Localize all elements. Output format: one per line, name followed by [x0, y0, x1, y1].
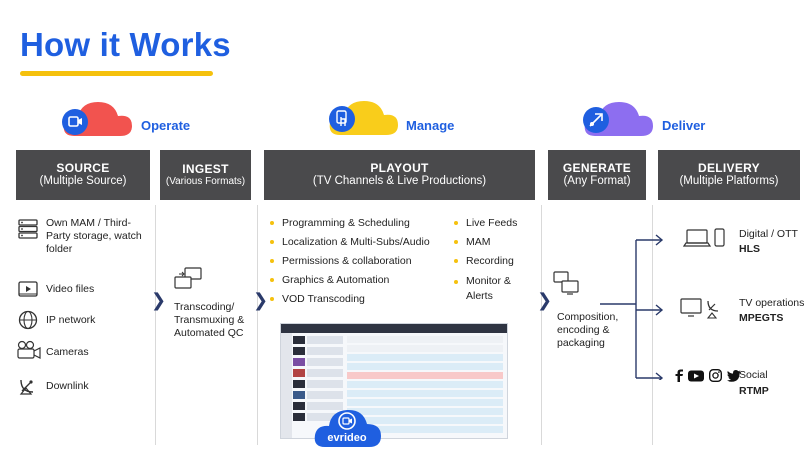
playout-feature-item: Permissions & collaboration — [270, 255, 430, 267]
ingest-description: Transcoding/ Transmuxing & Automated QC — [174, 301, 245, 340]
facebook-icon — [675, 369, 683, 382]
flow-chevron-icon: ❯ — [151, 290, 167, 310]
generate-description: Composition, encoding & packaging — [557, 311, 619, 350]
bullet-icon — [270, 297, 274, 301]
playout-features-left: Programming & Scheduling Localization & … — [270, 217, 430, 312]
generate-header-subtitle: (Any Format) — [563, 175, 631, 188]
playout-header-subtitle: (TV Channels & Live Productions) — [312, 175, 487, 188]
ingest-header-subtitle: (Various Formats) — [165, 176, 246, 188]
playout-features-right: Live Feeds MAM Recording Monitor & Alert… — [454, 217, 526, 310]
delivery-digital-label: Digital / OTT — [739, 228, 798, 240]
operate-cloud-icon — [62, 102, 132, 136]
camera-icon — [17, 340, 41, 359]
tv-satellite-icon — [680, 298, 719, 319]
flow-chevron-icon: ❯ — [537, 290, 553, 310]
bullet-icon — [270, 221, 274, 225]
playout-header: PLAYOUT (TV Channels & Live Productions) — [264, 150, 535, 200]
source-item-ip: IP network — [46, 314, 96, 326]
bullet-icon — [454, 280, 458, 284]
source-item-downlink: Downlink — [46, 380, 89, 392]
playout-app-screenshot — [280, 323, 508, 439]
playout-feature-item: Programming & Scheduling — [270, 217, 430, 229]
bullet-icon — [270, 259, 274, 263]
generate-header-title: GENERATE — [562, 160, 632, 175]
delivery-header-subtitle: (Multiple Platforms) — [679, 175, 779, 188]
flow-chevron-icon: ❯ — [253, 290, 269, 310]
manage-cloud-icon — [329, 101, 398, 135]
bullet-icon — [270, 240, 274, 244]
delivery-social-protocol: RTMP — [739, 385, 769, 397]
packaging-screens-icon — [553, 271, 579, 295]
ingest-header: INGEST (Various Formats) — [160, 150, 251, 200]
social-icons — [675, 369, 741, 382]
generate-header: GENERATE (Any Format) — [548, 150, 646, 200]
storage-server-icon — [18, 219, 38, 239]
separator — [257, 205, 258, 445]
ingest-header-title: INGEST — [182, 161, 229, 176]
playout-feature-item: VOD Transcoding — [270, 293, 430, 305]
playout-feature-item: Recording — [454, 255, 526, 267]
ip-network-icon — [18, 310, 38, 330]
deliver-cloud-icon — [583, 102, 653, 136]
brand-name: evrideo — [327, 432, 367, 444]
delivery-social-label: Social — [739, 369, 768, 381]
delivery-tv-label: TV operations — [739, 297, 805, 309]
bullet-icon — [454, 259, 458, 263]
evrideo-logo-icon — [314, 409, 381, 447]
source-header-subtitle: (Multiple Source) — [39, 175, 127, 188]
satellite-dish-icon — [19, 379, 34, 395]
bullet-icon — [454, 240, 458, 244]
delivery-digital-protocol: HLS — [739, 243, 760, 255]
playout-feature-item: Monitor & Alerts — [454, 274, 526, 303]
playout-feature-item: Localization & Multi-Subs/Audio — [270, 236, 430, 248]
delivery-tv-protocol: MPEGTS — [739, 312, 784, 324]
delivery-branch-connector — [600, 234, 664, 380]
delivery-header: DELIVERY (Multiple Platforms) — [658, 150, 800, 200]
delivery-header-title: DELIVERY — [698, 160, 760, 175]
playout-feature-item: Graphics & Automation — [270, 274, 430, 286]
source-item-mam: Own MAM / Third-Party storage, watch fol… — [46, 217, 142, 256]
stage-operate-label: Operate — [141, 118, 191, 133]
source-header: SOURCE (Multiple Source) — [16, 150, 150, 200]
source-header-title: SOURCE — [56, 160, 110, 175]
stage-manage-label: Manage — [406, 118, 455, 133]
app-topbar — [281, 324, 507, 333]
app-asset-list — [293, 336, 343, 438]
video-file-icon — [18, 281, 38, 297]
app-sidebar — [281, 333, 292, 438]
youtube-icon — [688, 370, 704, 381]
bullet-icon — [454, 221, 458, 225]
separator — [541, 205, 542, 445]
transcode-screens-icon — [174, 267, 202, 289]
app-playlist — [347, 336, 503, 438]
source-item-video: Video files — [46, 283, 95, 295]
separator — [652, 205, 653, 445]
source-item-cameras: Cameras — [46, 346, 89, 358]
separator — [155, 205, 156, 445]
title-underline — [20, 71, 213, 76]
laptop-phone-icon — [683, 228, 725, 247]
playout-header-title: PLAYOUT — [370, 160, 429, 175]
bullet-icon — [270, 278, 274, 282]
playout-feature-item: MAM — [454, 236, 526, 248]
twitter-icon — [727, 369, 741, 382]
page-title: How it Works — [20, 26, 231, 63]
instagram-icon — [709, 369, 722, 382]
playout-feature-item: Live Feeds — [454, 217, 526, 229]
stage-deliver-label: Deliver — [662, 118, 706, 133]
